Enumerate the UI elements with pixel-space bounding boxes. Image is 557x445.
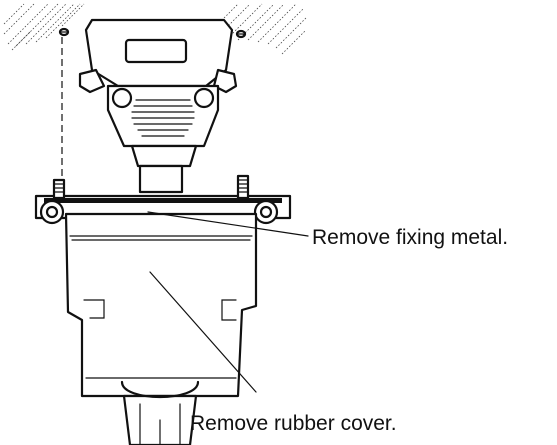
mounting-surface-hatching xyxy=(3,3,307,55)
callout-fixing-metal: Remove fixing metal. xyxy=(312,226,508,249)
fixing-metal xyxy=(34,174,292,225)
rubber-cover xyxy=(64,212,258,398)
cable-lower xyxy=(120,380,200,445)
callout-rubber-cover: Remove rubber cover. xyxy=(190,412,397,435)
panel-screw-left xyxy=(58,27,70,37)
cable-upper xyxy=(138,164,184,194)
upper-connector xyxy=(78,18,238,168)
leader-line-rubber-cover xyxy=(149,271,257,393)
panel-screw-right xyxy=(235,29,247,39)
leader-line-fixing-metal xyxy=(147,211,309,237)
